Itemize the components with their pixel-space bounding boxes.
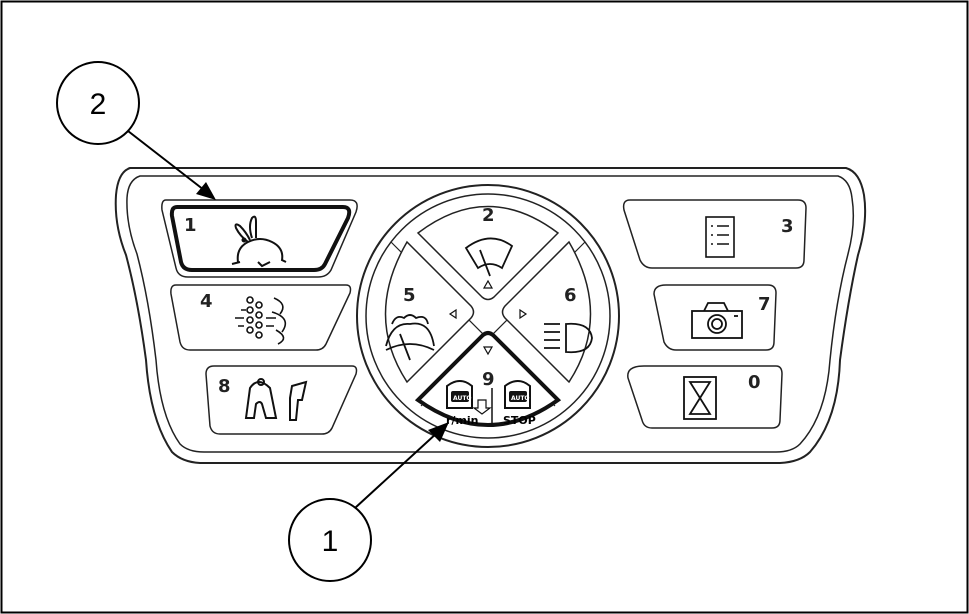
hourglass-icon [683,376,717,420]
rpm-label: r/min [446,414,479,427]
rabbit-icon [231,215,287,268]
key-5[interactable]: 5 [384,240,475,384]
up-arrow-icon [482,279,494,289]
callout-2-label: 2 [90,88,107,121]
right-arrow-icon [519,308,528,320]
camera-icon [691,302,743,339]
key-7[interactable]: 7 [653,284,777,351]
list-icon [705,216,735,258]
key-8[interactable]: 8 [205,365,358,435]
key-2-number: 2 [482,205,495,226]
lights-icon [235,296,287,345]
wiper-front-icon [464,237,514,277]
key-9[interactable]: 9 AUTO r/min AUTO STOP [414,331,562,427]
auto-badge-left: AUTO [453,395,472,402]
key-1[interactable]: 1 [161,199,358,278]
key-6-number: 6 [564,285,577,306]
key-7-number: 7 [758,294,771,315]
key-6[interactable]: 6 [501,240,593,384]
hitch-icon [244,378,308,421]
engine-auto-rpm-icon: AUTO r/min [446,380,492,427]
key-2[interactable]: 2 [416,205,560,301]
key-5-number: 5 [403,285,416,306]
key-9-number: 9 [482,369,495,390]
engine-auto-stop-icon: AUTO STOP [503,380,536,427]
auto-badge-right: AUTO [511,395,530,402]
key-1-number: 1 [184,215,197,236]
keypad-housing [114,167,867,464]
key-4-number: 4 [200,291,213,312]
key-3[interactable]: 3 [618,195,807,269]
down-arrow-icon [482,346,494,356]
stop-label: STOP [503,414,536,427]
wiper-rear-icon [385,314,435,361]
left-arrow-icon [448,308,457,320]
headlight-icon [544,322,593,354]
key-3-number: 3 [781,216,794,237]
callout-2: 2 [56,61,216,200]
key-8-number: 8 [218,376,231,397]
key-4[interactable]: 4 [170,284,352,351]
key-0-number: 0 [748,372,761,393]
callout-1-label: 1 [322,525,339,558]
key-0[interactable]: 0 [627,365,783,429]
callout-1: 1 [288,422,449,582]
